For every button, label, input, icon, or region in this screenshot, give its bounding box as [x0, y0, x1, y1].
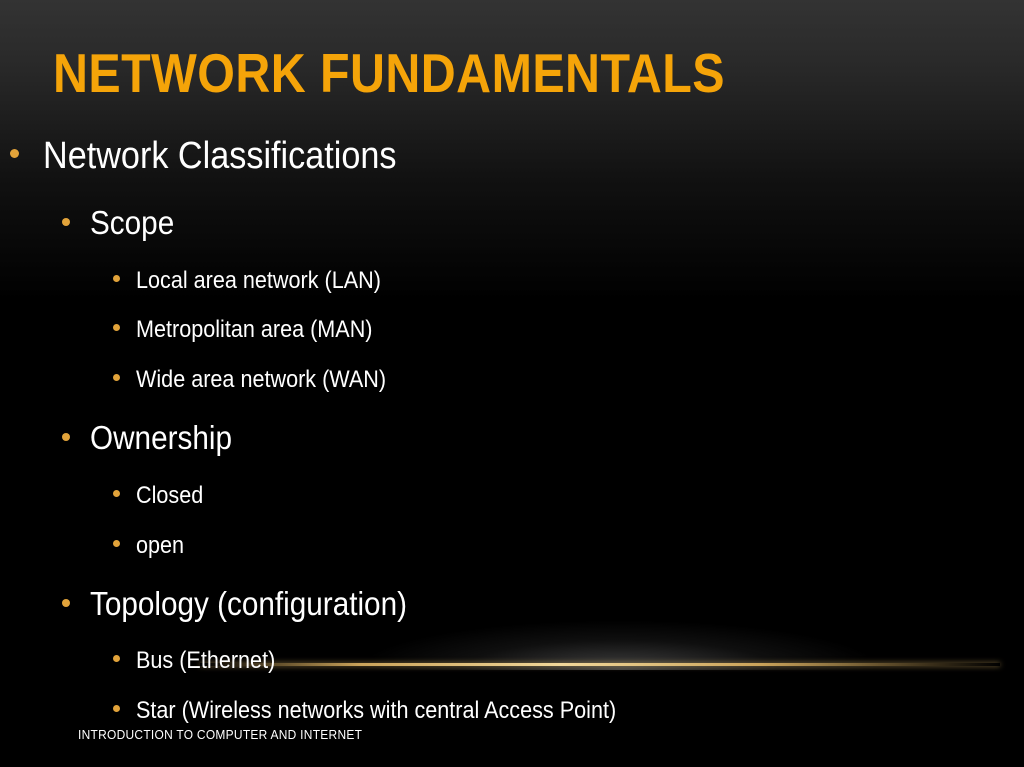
bullet-wan: Wide area network (WAN): [113, 366, 414, 394]
bullet-network-classifications: Network Classifications: [10, 135, 436, 178]
bullet-dot-icon: [113, 374, 120, 382]
bullet-lan: Local area network (LAN): [113, 267, 408, 295]
bullet-ownership: Ownership: [62, 419, 248, 457]
bullet-topology: Topology (configuration): [62, 585, 442, 623]
bullet-dot-icon: [113, 490, 120, 498]
bullet-star: Star (Wireless networks with central Acc…: [113, 697, 670, 725]
bullet-bus: Bus (Ethernet): [113, 647, 291, 675]
slide-footer: INTRODUCTION TO COMPUTER AND INTERNET: [78, 727, 363, 742]
bullet-dot-icon: [10, 149, 19, 159]
bullet-dot-icon: [113, 655, 120, 663]
bullet-man: Metropolitan area (MAN): [113, 316, 399, 344]
slide-title: NETWORK FUNDAMENTALS: [53, 42, 725, 104]
bullet-dot-icon: [62, 218, 70, 227]
bullet-dot-icon: [113, 275, 120, 283]
bullet-closed: Closed: [113, 482, 211, 510]
bullet-dot-icon: [62, 599, 70, 608]
bullet-dot-icon: [62, 433, 70, 442]
bullet-dot-icon: [113, 324, 120, 332]
bullet-dot-icon: [113, 540, 120, 548]
bullet-open: open: [113, 532, 189, 560]
decorative-gold-line: [200, 663, 1000, 666]
bullet-dot-icon: [113, 705, 120, 713]
bullet-scope: Scope: [62, 204, 184, 242]
